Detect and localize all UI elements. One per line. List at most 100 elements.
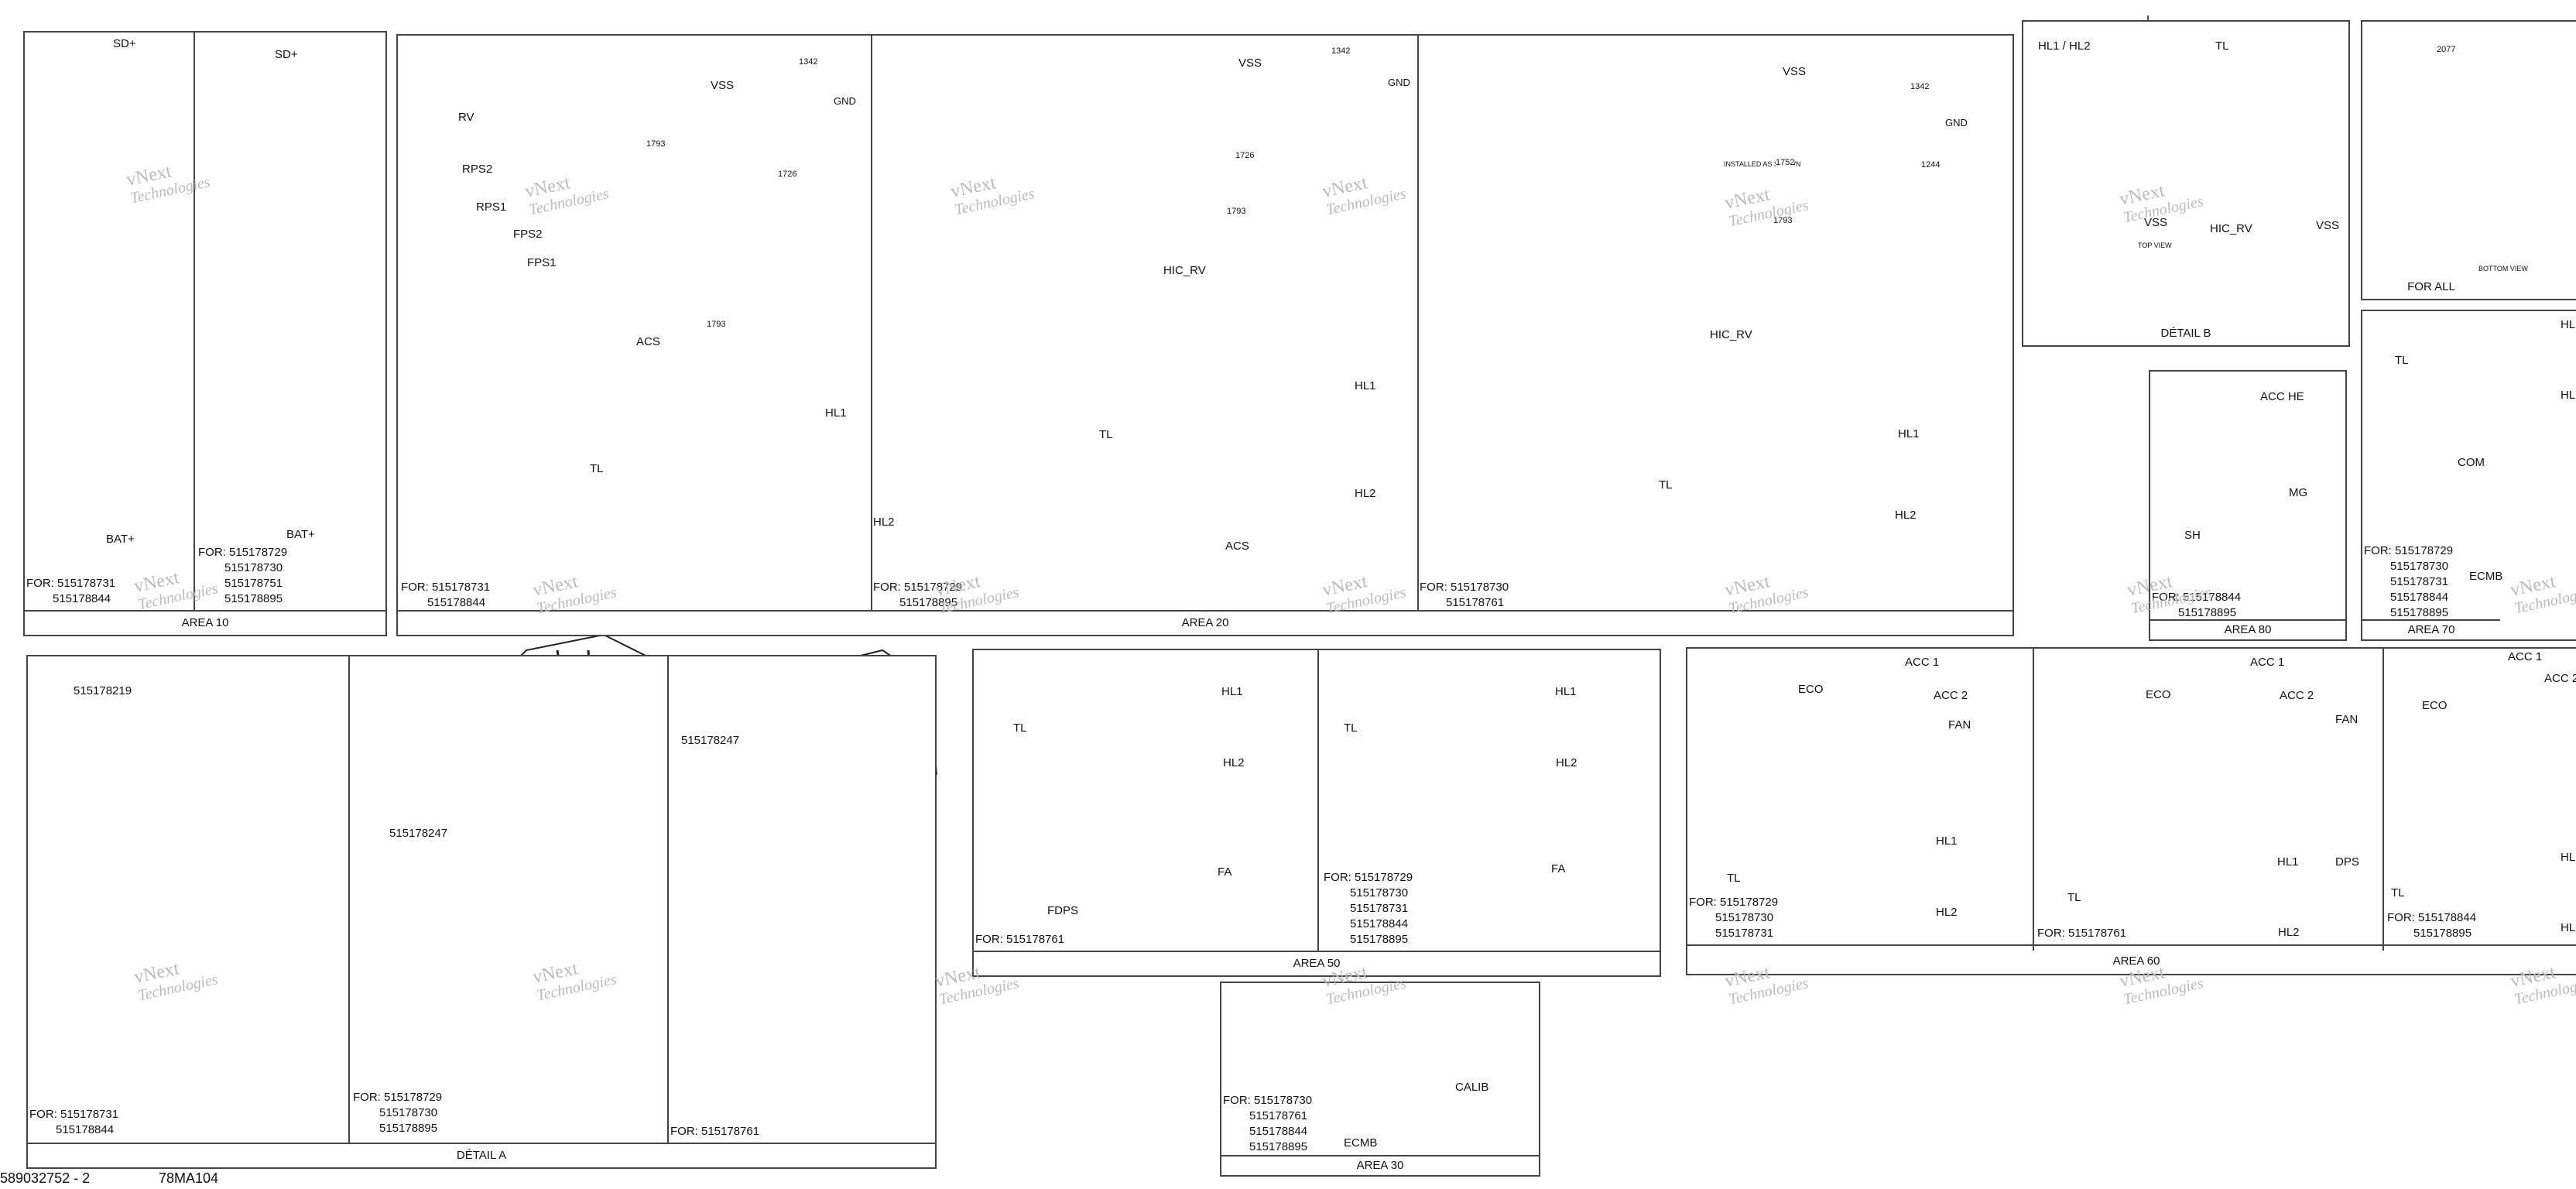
document-number: 589032752 - 2 <box>0 1170 91 1186</box>
label-gnd: GND <box>1388 77 1410 88</box>
bottom-view-label: BOTTOM VIEW <box>2478 265 2528 272</box>
area-60-divider-2 <box>2382 649 2384 951</box>
label-eco: ECO <box>2146 688 2171 701</box>
label-com: COM <box>2458 456 2485 469</box>
area-20-divider-1 <box>871 36 872 612</box>
area-70-panel: FOR: 515178729 515178730 515178731 51517… <box>2361 310 2576 641</box>
label-ecmb: ECMB <box>1344 1136 1378 1150</box>
label-acs: ACS <box>1225 540 1249 553</box>
area-20-divider-2 <box>1417 36 1419 612</box>
area-20-for-list-a: FOR: 515178731 515178844 <box>401 580 490 611</box>
label-tl: TL <box>1099 428 1113 441</box>
label-hl2: HL2 <box>2278 926 2300 939</box>
area-70-for-list: FOR: 515178729 515178730 515178731 51517… <box>2364 543 2453 621</box>
area-80-panel: FOR: 515178844 515178895 AREA 80 <box>2149 370 2347 641</box>
for-line: 515178731 <box>1715 927 1774 940</box>
area-60-for-list-c: FOR: 515178844 515178895 <box>2387 910 2476 941</box>
detail-a-for-list-b: FOR: 515178729 515178730 515178895 <box>353 1090 442 1136</box>
watermark-line2: Technologies <box>2122 975 2205 1009</box>
label-1793: 1793 <box>1773 216 1793 225</box>
label-hl1-hl2: HL1 / HL2 <box>2038 39 2091 53</box>
label-fan: FAN <box>1948 718 1971 732</box>
label-hl2: HL2 <box>1223 756 1245 769</box>
for-line: 515178730 <box>379 1106 438 1119</box>
label-1793: 1793 <box>646 139 666 149</box>
label-1752: 1752 <box>1776 158 1795 167</box>
detail-a-panel: FOR: 515178731 515178844 FOR: 515178729 … <box>26 655 937 1169</box>
area-60-for-list-b: FOR: 515178761 <box>2037 926 2126 941</box>
label-1793: 1793 <box>1227 207 1246 216</box>
label-vss: VSS <box>2316 219 2340 232</box>
label-tl: TL <box>1727 872 1741 885</box>
label-acc-2: ACC 2 <box>2280 689 2314 702</box>
detail-a-divider-2 <box>667 656 669 1144</box>
for-line: FOR: 515178761 <box>975 933 1065 946</box>
label-1342: 1342 <box>1910 82 1930 91</box>
for-all-panel: BOTTOM VIEW FOR ALL <box>2361 20 2576 300</box>
detail-b-caption: DÉTAIL B <box>2160 327 2211 340</box>
area-20-for-list-c: FOR: 515178730 515178761 <box>1420 580 1509 611</box>
watermark-line2: Technologies <box>1727 975 1810 1009</box>
label-hl1: HL1 <box>2561 318 2576 331</box>
label-installed-as-shown: INSTALLED AS SHOWN <box>1724 160 1801 168</box>
label-vss: VSS <box>2144 216 2168 229</box>
label-part-515178247: 515178247 <box>389 827 448 840</box>
label-tl: TL <box>2215 39 2229 53</box>
area-30-caption: AREA 30 <box>1221 1155 1539 1175</box>
label-hic-rv: HIC_RV <box>1710 328 1752 341</box>
area-10-for-list-b: FOR: 515178729 515178730 515178751 51517… <box>198 545 287 607</box>
for-line: FOR: 515178729 <box>1324 871 1413 884</box>
label-acc-2: ACC 2 <box>1934 689 1968 702</box>
label-hl1: HL1 <box>1555 685 1577 698</box>
label-tl: TL <box>1013 721 1027 735</box>
label-bat-plus: BAT+ <box>286 528 315 541</box>
label-hl1: HL1 <box>2277 855 2299 869</box>
label-hl1: HL1 <box>825 406 847 420</box>
label-eco: ECO <box>1798 683 1824 696</box>
detail-a-for-list-a: FOR: 515178731 515178844 <box>29 1107 118 1138</box>
label-gnd: GND <box>1945 117 1968 128</box>
label-acc-1: ACC 1 <box>2508 650 2543 663</box>
label-vss: VSS <box>1783 65 1807 78</box>
label-1726: 1726 <box>778 170 797 179</box>
for-line: FOR: 515178731 <box>401 581 491 594</box>
label-1342: 1342 <box>1331 46 1351 56</box>
for-line: FOR: 515178729 <box>198 546 288 559</box>
for-line: FOR: 515178844 <box>2152 591 2242 604</box>
for-line: 515178730 <box>1350 886 1409 899</box>
label-1726: 1726 <box>1235 151 1255 160</box>
area-10-divider <box>194 33 195 612</box>
for-line: 515178844 <box>53 592 111 605</box>
label-1342: 1342 <box>799 57 818 67</box>
detail-a-for-list-c: FOR: 515178761 <box>670 1124 759 1139</box>
area-60-for-list-a: FOR: 515178729 515178730 515178731 <box>1689 895 1778 941</box>
label-acc-1: ACC 1 <box>1905 656 1940 669</box>
label-fps1: FPS1 <box>527 256 557 269</box>
label-hl1: HL1 <box>1936 834 1958 848</box>
label-rps1: RPS1 <box>476 200 507 214</box>
label-gnd: GND <box>834 95 856 107</box>
area-10-caption: AREA 10 <box>25 610 385 635</box>
label-sd-plus: SD+ <box>275 48 298 61</box>
label-fdps: FDPS <box>1047 904 1079 917</box>
area-70-caption: AREA 70 <box>2362 619 2500 639</box>
detail-a-divider-1 <box>348 656 350 1144</box>
label-eco: ECO <box>2422 699 2448 712</box>
label-vss: VSS <box>711 79 735 92</box>
label-sh: SH <box>2184 529 2201 542</box>
label-hl1: HL1 <box>2561 851 2576 864</box>
for-line: 515178895 <box>1249 1140 1308 1153</box>
label-ecmb: ECMB <box>2469 570 2503 583</box>
for-line: 515178844 <box>1350 917 1409 930</box>
label-calib: CALIB <box>1455 1081 1489 1094</box>
label-hl1: HL1 <box>1221 685 1243 698</box>
for-line: FOR: 515178761 <box>670 1125 760 1138</box>
for-line: 515178730 <box>224 561 283 574</box>
for-line: 515178895 <box>379 1122 438 1135</box>
label-part-515178247: 515178247 <box>681 734 740 747</box>
label-tl: TL <box>2391 886 2405 899</box>
for-line: 515178895 <box>2413 927 2472 940</box>
for-line: FOR: 515178729 <box>353 1091 443 1104</box>
for-line: 515178895 <box>2390 606 2449 619</box>
for-line: FOR: 515178729 <box>1689 896 1779 909</box>
